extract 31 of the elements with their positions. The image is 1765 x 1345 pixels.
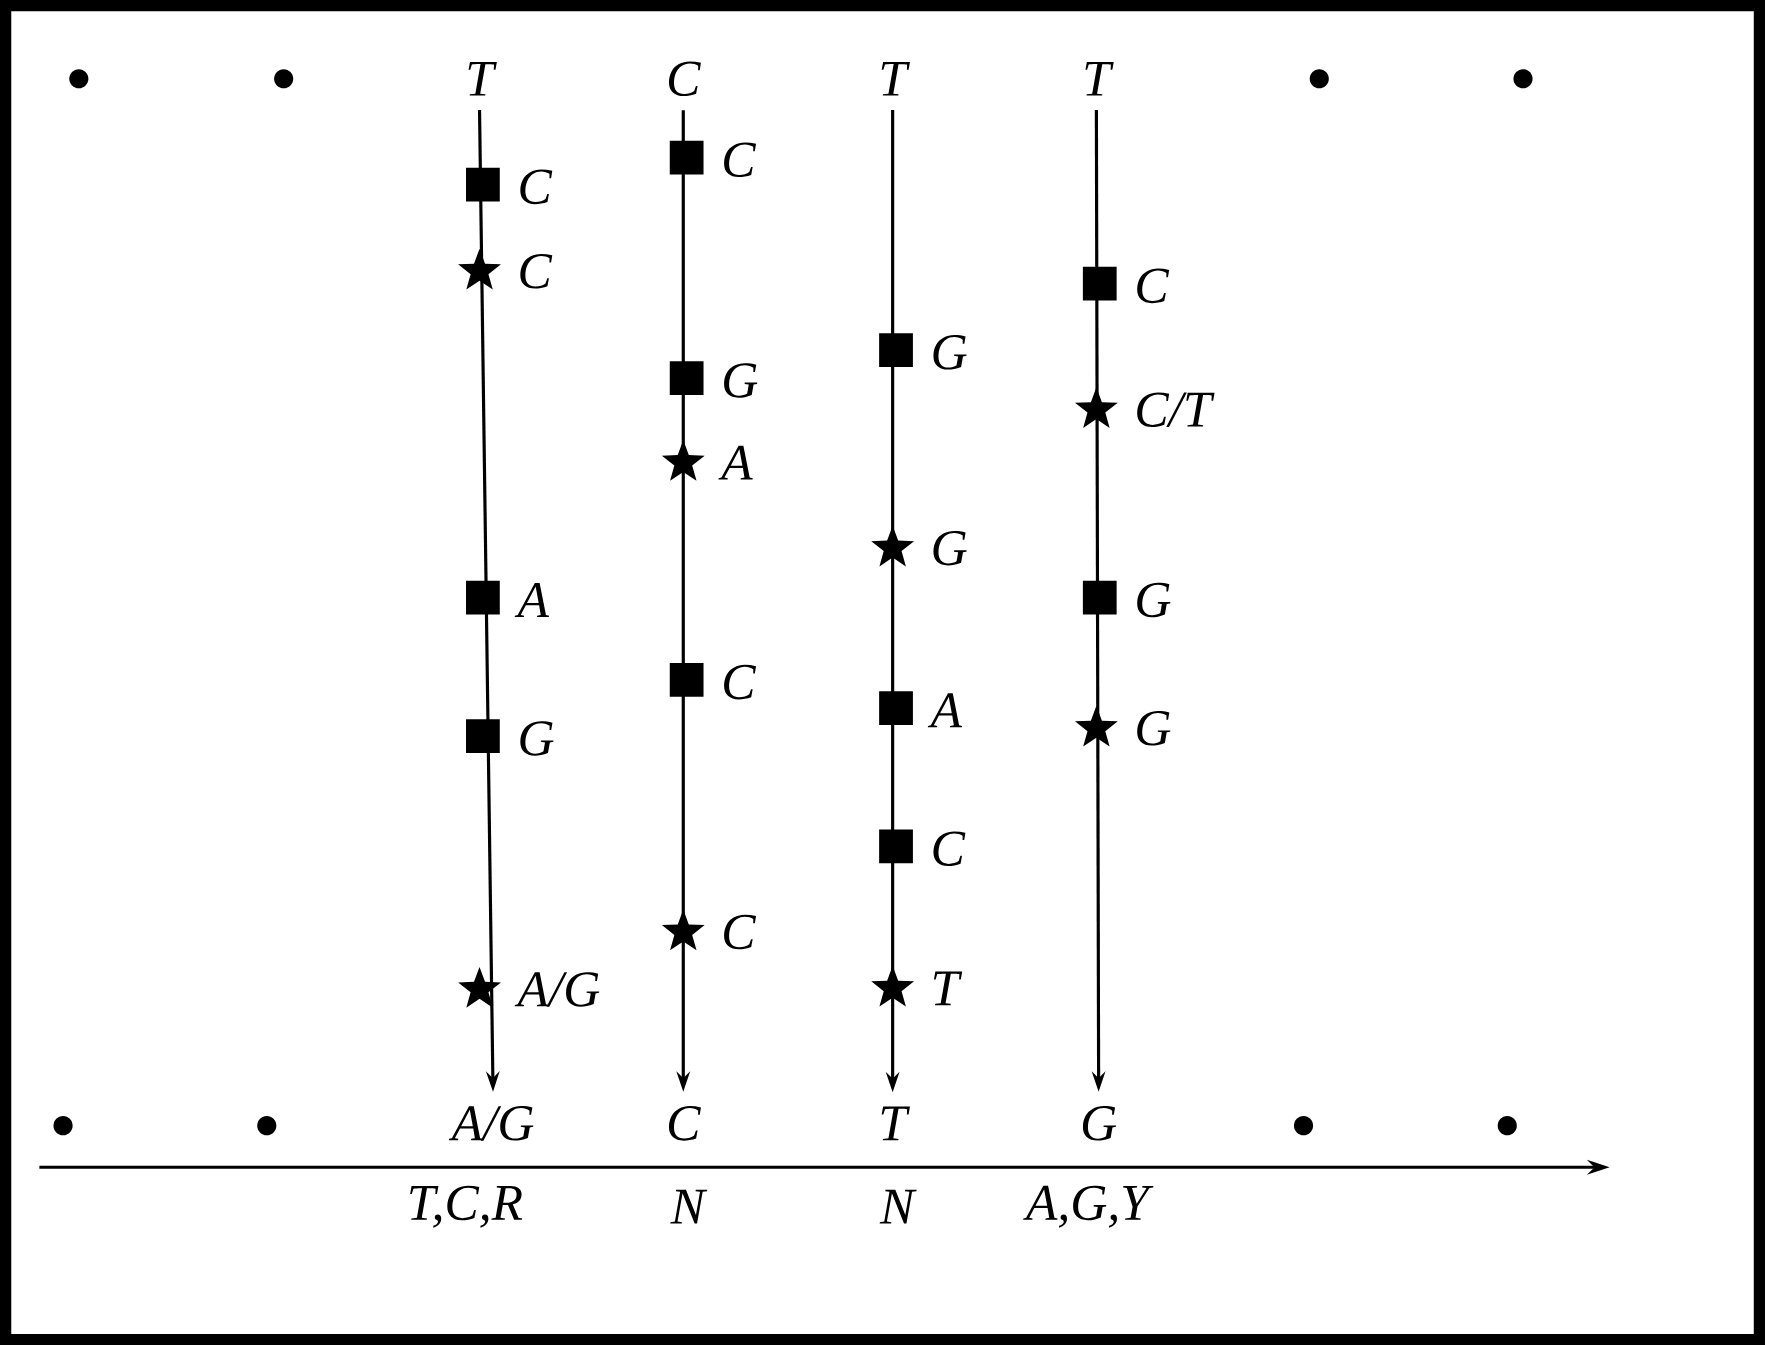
mark-label: C	[724, 142, 756, 178]
mark-label: C	[724, 664, 756, 700]
sequence-letter: C	[669, 61, 701, 96]
sequence-letter: T	[1085, 61, 1114, 96]
mark-label: A	[514, 582, 550, 617]
mark-label: G	[933, 530, 967, 566]
site-label: N	[879, 1189, 917, 1224]
sequence-letter: T	[468, 61, 497, 96]
sequence-letter: G	[1082, 1106, 1117, 1141]
mark-label: G	[1137, 710, 1171, 746]
mark-label: C	[724, 914, 756, 950]
mark-label: G	[724, 363, 758, 398]
site-label: T,C,R	[410, 1185, 523, 1228]
mark-label: T	[933, 971, 963, 1006]
mark-label: A	[718, 445, 753, 480]
mark-label: G	[520, 721, 554, 756]
site-label: N	[670, 1189, 708, 1224]
sequence-letter: C	[669, 1106, 701, 1141]
mark-label: C	[933, 831, 966, 866]
site-label: A,G,Y	[1023, 1185, 1154, 1228]
mark-label: A	[927, 693, 963, 728]
mark-label: G	[1137, 582, 1171, 618]
mark-label: C	[520, 253, 553, 289]
mark-label: A/G	[514, 972, 600, 1007]
mark-label: C/T	[1137, 392, 1215, 427]
sequence-letter: A/G	[448, 1106, 534, 1141]
mark-label: C	[520, 169, 553, 205]
sequence-letter: T	[881, 61, 910, 96]
mark-label: G	[933, 335, 967, 370]
mark-label: C	[1137, 268, 1170, 304]
sequence-letter: T	[881, 1106, 910, 1141]
